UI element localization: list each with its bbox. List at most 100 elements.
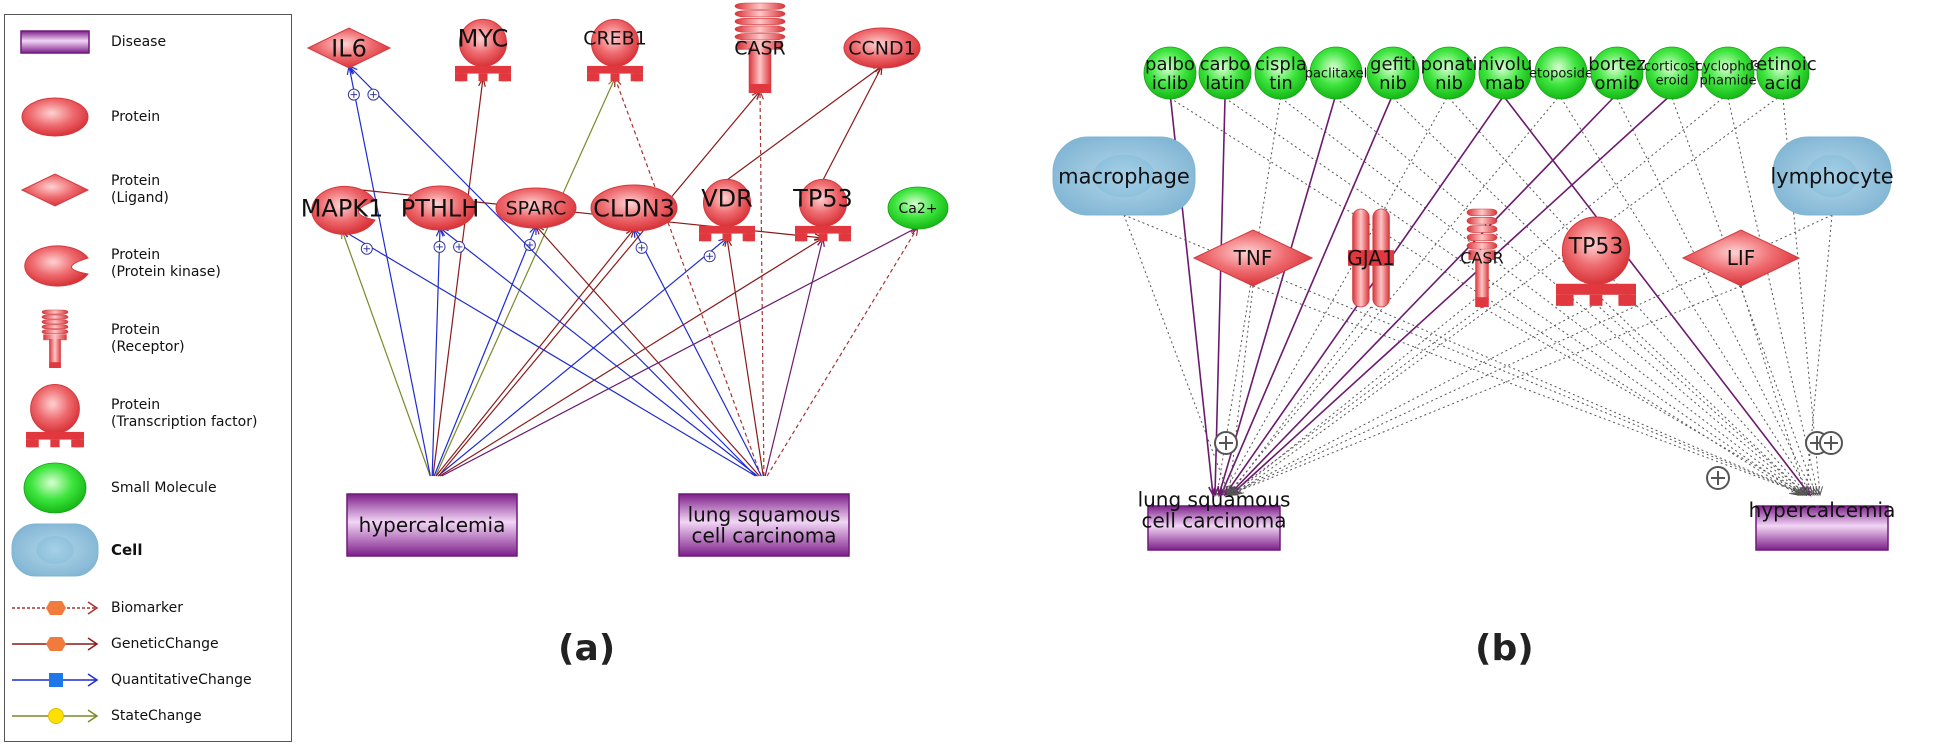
plus-mark: [453, 240, 466, 253]
node-label: MYC: [458, 24, 509, 52]
legend-label-disease: Disease: [111, 33, 167, 50]
edge-biomarker: [614, 76, 762, 477]
node-label: TNF: [1233, 246, 1273, 270]
node-casr[interactable]: CASR: [1460, 208, 1504, 307]
edge-cell-link: [1227, 285, 1742, 496]
plus-mark: [1214, 431, 1238, 455]
legend-label-cell: Cell: [111, 540, 143, 559]
legend-symbol-ligand: [20, 173, 90, 207]
plus-mark: [635, 241, 648, 254]
node-label: PTHLH: [401, 194, 480, 222]
node-label: lymphocyte: [1770, 164, 1893, 188]
node-tnf[interactable]: TNF: [1192, 229, 1314, 287]
edge-cell-link: [1227, 306, 1483, 496]
node-label: CASR: [734, 38, 786, 60]
node-label: paclitaxel: [1305, 67, 1368, 82]
legend-symbol-cell: [11, 523, 99, 577]
node-cldn3[interactable]: CLDN3: [590, 184, 678, 232]
legend-label-tf: Protein (Transcription factor): [111, 397, 258, 430]
legend-symbol-state: [12, 708, 99, 724]
legend-symbol-biomarker: [12, 601, 99, 615]
edge-cell-link: [1802, 214, 1833, 497]
node-tp53[interactable]: TP53: [1556, 216, 1636, 306]
node-tp53[interactable]: TP53: [792, 178, 853, 242]
node-macro[interactable]: macrophage: [1052, 136, 1196, 216]
edge-cell-link: [1740, 285, 1808, 497]
legend-label-quant: QuantitativeChange: [111, 671, 252, 688]
plus-mark: [433, 240, 446, 253]
edge-biomarker: [766, 225, 919, 477]
node-label: hypercalcemia: [1749, 498, 1896, 522]
node-hyp[interactable]: hypercalcemia: [346, 493, 518, 557]
edge-drug: [1224, 97, 1802, 496]
node-label: GJA1: [1347, 246, 1394, 270]
plus-mark: [703, 250, 716, 263]
node-vdr[interactable]: VDR: [699, 178, 755, 242]
edge-drug: [1227, 97, 1614, 497]
edge-cell-link: [1227, 303, 1597, 496]
node-myc[interactable]: MYC: [455, 18, 511, 82]
node-lif[interactable]: LIF: [1681, 229, 1801, 287]
plus-mark: [347, 88, 360, 101]
edge-drug: [1222, 97, 1448, 497]
legend-label-ligand: Protein (Ligand): [111, 173, 169, 206]
node-label: CCND1: [848, 38, 915, 60]
edge-quant: [340, 229, 756, 477]
node-il6[interactable]: IL6: [306, 27, 392, 69]
edge-biomarker: [756, 89, 765, 477]
node-casr[interactable]: CASR: [734, 2, 786, 93]
node-d4[interactable]: paclitaxel: [1305, 46, 1368, 100]
legend-label-genetic: GeneticChange: [111, 635, 219, 652]
node-label: CASR: [1460, 249, 1503, 268]
node-mapk1[interactable]: MAPK1: [301, 185, 384, 235]
legend-label-small: Small Molecule: [111, 479, 217, 496]
edge-genetic: [432, 76, 486, 477]
node-ccnd1[interactable]: CCND1: [843, 27, 921, 69]
node-label: LIF: [1727, 246, 1756, 270]
node-d8[interactable]: etoposide: [1529, 46, 1593, 100]
node-hyp[interactable]: hypercalcemia: [1749, 498, 1896, 551]
node-lymph[interactable]: lymphocyte: [1770, 136, 1894, 216]
node-ca[interactable]: Ca2+: [887, 186, 949, 230]
legend-symbol-small: [23, 462, 87, 514]
edge-quant: [431, 226, 446, 477]
edge-cell-link: [1252, 285, 1808, 496]
plus-mark: [523, 239, 536, 251]
edge-drug: [1233, 97, 1778, 496]
edge-drug: [441, 226, 920, 477]
node-sparc[interactable]: SPARC: [495, 187, 577, 229]
edge-genetic: [435, 227, 636, 477]
legend-label-receptor: Protein (Receptor): [111, 322, 185, 355]
plus-mark: [360, 242, 373, 255]
node-label: CLDN3: [593, 194, 675, 222]
node-pthlh[interactable]: PTHLH: [401, 185, 480, 231]
legend-symbols: [11, 30, 99, 724]
node-label: Ca2+: [899, 201, 938, 217]
node-gja1[interactable]: GJA1: [1347, 208, 1395, 308]
node-creb1[interactable]: CREB1: [583, 18, 647, 82]
legend-label-protein: Protein: [111, 108, 161, 125]
panel-b-caption: (b): [1475, 628, 1534, 669]
node-label: CREB1: [583, 28, 647, 50]
